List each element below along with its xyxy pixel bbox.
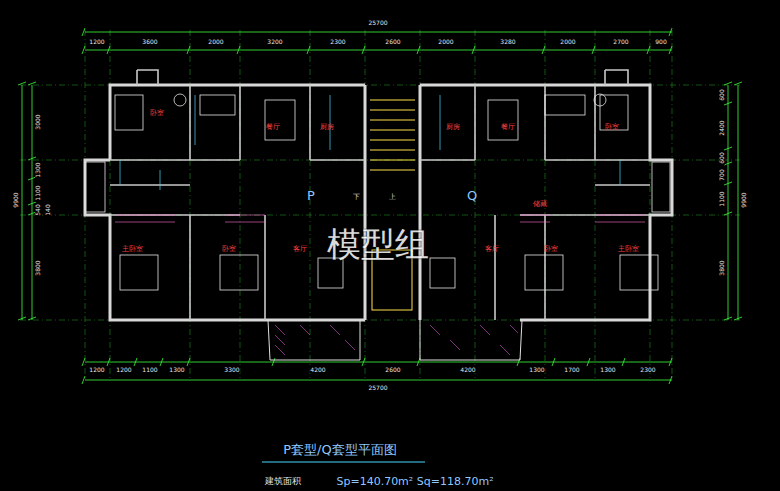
dimension: 2000 bbox=[437, 39, 454, 45]
dimension: 4200 bbox=[309, 367, 326, 373]
dimension: 1100 bbox=[719, 190, 725, 207]
dimension: 2300 bbox=[639, 367, 656, 373]
unit-letter: Q bbox=[467, 189, 477, 202]
room-label: 餐厅 bbox=[501, 124, 515, 131]
dimension: 3600 bbox=[141, 39, 158, 45]
area-note: Sp=140.70m² Sq=118.70m² bbox=[336, 476, 493, 487]
room-label: 厨房 bbox=[446, 124, 460, 131]
room-label: 卧室 bbox=[544, 246, 558, 253]
dimension: 1300 bbox=[35, 161, 41, 178]
room-label: 卧室 bbox=[605, 124, 619, 131]
room-label: 卧室 bbox=[150, 110, 164, 117]
unit-letter: P bbox=[307, 189, 315, 202]
dimension: 3200 bbox=[266, 39, 283, 45]
dimension: 1300 bbox=[168, 367, 185, 373]
dimension: 2700 bbox=[612, 39, 629, 45]
room-label: 客厅 bbox=[485, 246, 499, 253]
dimension: 140 bbox=[45, 203, 51, 216]
dimension: 3800 bbox=[719, 259, 725, 276]
dimension: 3000 bbox=[35, 113, 41, 130]
drawing-title: P套型/Q套型平面图 bbox=[283, 443, 396, 456]
dimension: 3800 bbox=[35, 259, 41, 276]
stair-label: 下 bbox=[353, 194, 360, 201]
stair-label: 上 bbox=[389, 194, 396, 201]
dimension: 900 bbox=[654, 39, 667, 45]
dimension: 1200 bbox=[115, 367, 132, 373]
note: 建筑面积 bbox=[265, 477, 301, 486]
dimension: 3280 bbox=[499, 39, 516, 45]
room-label: 厨房 bbox=[320, 124, 334, 131]
dimension: 1300 bbox=[599, 367, 616, 373]
dimension: 25700 bbox=[367, 385, 388, 391]
dimension: 700 bbox=[719, 168, 725, 181]
dimension: 600 bbox=[719, 88, 725, 101]
dimension: 25700 bbox=[367, 20, 388, 26]
room-label: 客厅 bbox=[293, 246, 307, 253]
dimension: 9900 bbox=[741, 191, 747, 208]
dimension: 3300 bbox=[223, 367, 240, 373]
room-label: 餐厅 bbox=[266, 124, 280, 131]
dimension: 1100 bbox=[141, 367, 158, 373]
dimension: 1300 bbox=[528, 367, 545, 373]
dimension: 1700 bbox=[563, 367, 580, 373]
dimension: 2300 bbox=[329, 39, 346, 45]
dimension: 4200 bbox=[459, 367, 476, 373]
watermark: 模型组 bbox=[327, 227, 429, 261]
dimension: 1100 bbox=[35, 184, 41, 201]
dimension: 2600 bbox=[384, 39, 401, 45]
room-label: 储藏 bbox=[533, 201, 547, 208]
dimension: 540 bbox=[35, 203, 41, 216]
room-label: 卧室 bbox=[222, 246, 236, 253]
dimension: 2400 bbox=[719, 119, 725, 136]
dimension: 600 bbox=[719, 151, 725, 164]
room-label: 主卧室 bbox=[618, 246, 639, 253]
dimension: 2600 bbox=[384, 367, 401, 373]
dimension: 1200 bbox=[88, 39, 105, 45]
dimension: 1200 bbox=[88, 367, 105, 373]
dimension: 9900 bbox=[13, 191, 19, 208]
dimension: 2000 bbox=[559, 39, 576, 45]
dimension: 2000 bbox=[207, 39, 224, 45]
room-label: 主卧室 bbox=[122, 246, 143, 253]
